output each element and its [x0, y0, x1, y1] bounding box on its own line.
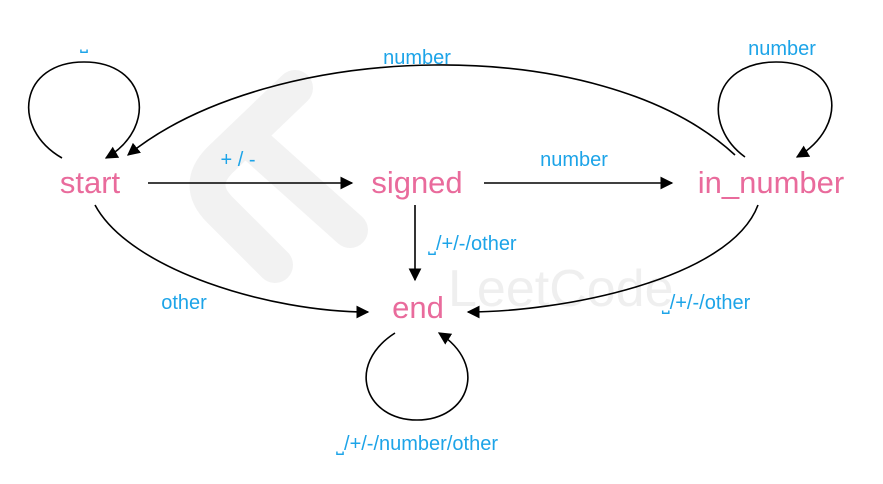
edge-start-to-in-number-arc: [127, 64, 736, 156]
label-start-to-in-number: number: [383, 47, 451, 69]
edge-in-number-to-end: [466, 204, 759, 319]
label-in-number-self-loop: number: [748, 38, 816, 60]
state-end: end: [392, 290, 444, 325]
label-end-self-loop: ⎵/+/-/number/other: [336, 433, 498, 455]
edge-labels: ⎵ number number + / - number ⎵/+/-/other…: [80, 31, 816, 455]
edge-start-self-loop: [27, 61, 141, 159]
watermark-logo: LeetCode: [189, 70, 674, 318]
state-start: start: [60, 165, 121, 200]
state-signed: signed: [371, 165, 462, 200]
label-start-to-signed: + / -: [220, 149, 255, 171]
label-start-to-end: other: [161, 292, 207, 314]
watermark-logo-icon: [189, 70, 368, 283]
watermark-text: LeetCode: [448, 260, 674, 318]
label-in-number-to-end: ⎵/+/-/other: [662, 292, 751, 314]
states: start signed in_number end: [60, 165, 844, 325]
edge-start-to-end: [94, 204, 370, 319]
edges: [27, 61, 833, 421]
label-start-self-loop: ⎵: [80, 31, 88, 53]
label-signed-to-end: ⎵/+/-/other: [428, 233, 517, 255]
state-in-number: in_number: [698, 165, 844, 200]
edge-end-self-loop: [365, 332, 469, 421]
label-signed-to-in-number: number: [540, 149, 608, 171]
edge-in-number-self-loop: [717, 61, 833, 158]
